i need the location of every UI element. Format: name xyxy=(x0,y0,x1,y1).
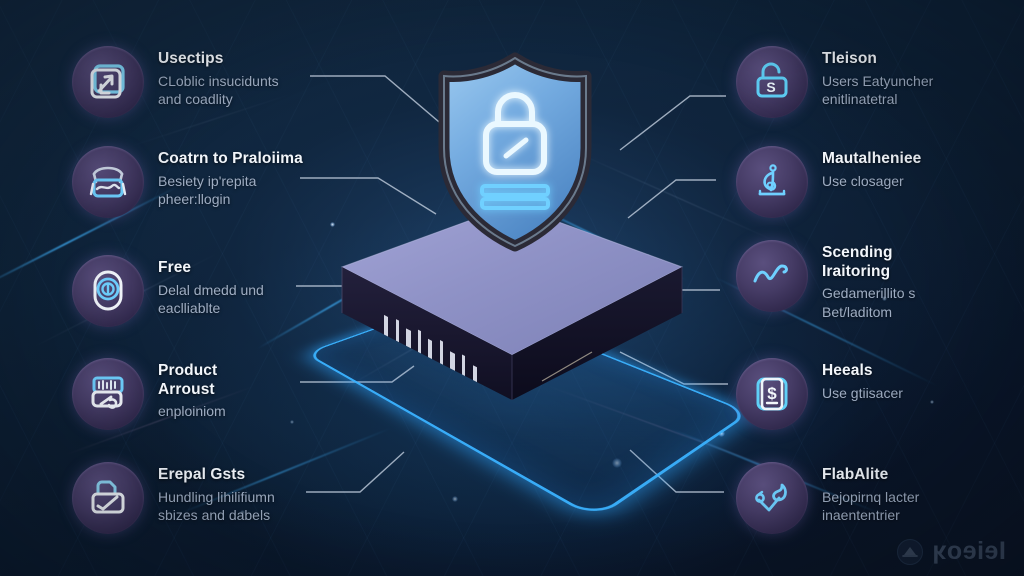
security-shield xyxy=(430,52,600,252)
spark-dot xyxy=(612,458,622,468)
feature-item-left-4[interactable]: Product Arroust enploiniom xyxy=(72,358,392,430)
feature-text-block: Erepal Gsts Hundling lihilifiumn sbizes … xyxy=(158,462,275,525)
ripple-ring xyxy=(466,251,562,295)
isometric-server-block xyxy=(340,204,684,400)
feature-desc: Delal dmedd und eaclliablte xyxy=(158,281,264,317)
feature-title: Tleison xyxy=(822,50,877,67)
feature-item-left-5[interactable]: Erepal Gsts Hundling lihilifiumn sbizes … xyxy=(72,462,392,534)
feature-item-left-2[interactable]: Coatrn to Praloiima Besiety ip'repita ph… xyxy=(72,146,392,218)
upload-box-icon xyxy=(72,46,144,118)
feature-desc: Besiety ip'repita pheer:llogin xyxy=(158,172,257,208)
feature-title: Usectips xyxy=(158,50,224,67)
watermark: Ieieoʞ xyxy=(897,537,1006,566)
ripple-ring xyxy=(428,236,600,310)
spark-dot xyxy=(330,222,335,227)
light-streak xyxy=(507,192,689,282)
feature-desc: Users Eatyuncher enitlinatetral xyxy=(822,72,934,108)
cloud-storage-icon xyxy=(72,146,144,218)
feature-title: FlabAlite xyxy=(822,466,889,483)
feature-title: Coatrn to Praloiima xyxy=(158,150,303,167)
feature-title: Mautalhenieе xyxy=(822,150,922,167)
feature-item-right-5[interactable]: FlabAlite Bejopirnq lacter inaententrier xyxy=(736,462,1024,534)
feature-desc: enploiniom xyxy=(158,403,226,420)
feature-item-right-1[interactable]: S Tleison Users Eatyuncher enitlinatetra… xyxy=(736,46,1024,118)
feature-text-block: Free Delal dmedd und eaclliablte xyxy=(158,255,264,318)
feature-text-block: Coatrn to Praloiima Besiety ip'repita ph… xyxy=(158,146,303,209)
feature-title: Free xyxy=(158,259,192,276)
feature-desc: Bejopirnq lacter inaententrier xyxy=(822,488,920,524)
feature-desc: Gedamerillito s Bet/laditom xyxy=(822,285,916,320)
feature-text-block: Heeals Use gtiisacer xyxy=(822,358,903,402)
feature-item-right-3[interactable]: Scending Iraitoring Gedamerillito s Bet/… xyxy=(736,240,1024,321)
spark-dot xyxy=(378,328,382,332)
dollar-bill-icon: $ xyxy=(736,358,808,430)
ripple-ring xyxy=(448,244,580,302)
feature-desc: Use closager xyxy=(822,172,904,189)
feature-title: Scending Iraitoring xyxy=(822,244,893,280)
feature-text-block: Tleison Users Eatyuncher enitlinatetral xyxy=(822,46,933,109)
watermark-text: Ieieoʞ xyxy=(932,537,1006,565)
svg-text:S: S xyxy=(766,79,775,95)
leaf-arrow-icon xyxy=(736,462,808,534)
spark-dot xyxy=(718,430,725,437)
padlock-s-icon: S xyxy=(736,46,808,118)
feature-title: Erepal Gsts xyxy=(158,466,246,483)
feature-title: Product Arroust xyxy=(158,362,218,398)
feature-item-left-1[interactable]: Usectips CLoblic insucidunts and coadlit… xyxy=(72,46,392,118)
feature-item-left-3[interactable]: Free Delal dmedd und eaclliablte xyxy=(72,255,392,327)
feature-title: Heeals xyxy=(822,362,873,379)
feature-text-block: Mautalhenieе Use closager xyxy=(822,146,921,190)
checklist-folder-icon xyxy=(72,462,144,534)
feature-desc: Hundling lihilifiumn sbizes and dabels xyxy=(158,488,275,524)
feature-item-right-2[interactable]: Mautalhenieе Use closager xyxy=(736,146,1024,218)
spark-dot xyxy=(646,254,650,258)
server-rack-icon xyxy=(72,358,144,430)
feature-text-block: Usectips CLoblic insucidunts and coadlit… xyxy=(158,46,279,109)
feature-text-block: Product Arroust enploiniom xyxy=(158,358,226,421)
feature-text-block: FlabAlite Bejopirnq lacter inaententrier xyxy=(822,462,919,525)
feature-desc: Use gtiisacer xyxy=(822,384,903,401)
spark-dot xyxy=(560,300,563,303)
feature-desc: CLoblic insucidunts and coadlity xyxy=(158,72,279,108)
spark-dot xyxy=(452,496,458,502)
sprout-leaf-icon xyxy=(736,146,808,218)
fingerprint-shield-icon xyxy=(72,255,144,327)
wave-line-icon xyxy=(736,240,808,312)
circular-brand-icon xyxy=(897,538,924,565)
svg-text:$: $ xyxy=(767,384,777,403)
ripple-ring xyxy=(484,258,544,286)
feature-item-right-4[interactable]: $ Heeals Use gtiisacer xyxy=(736,358,1024,430)
feature-text-block: Scending Iraitoring Gedamerillito s Bet/… xyxy=(822,240,915,321)
